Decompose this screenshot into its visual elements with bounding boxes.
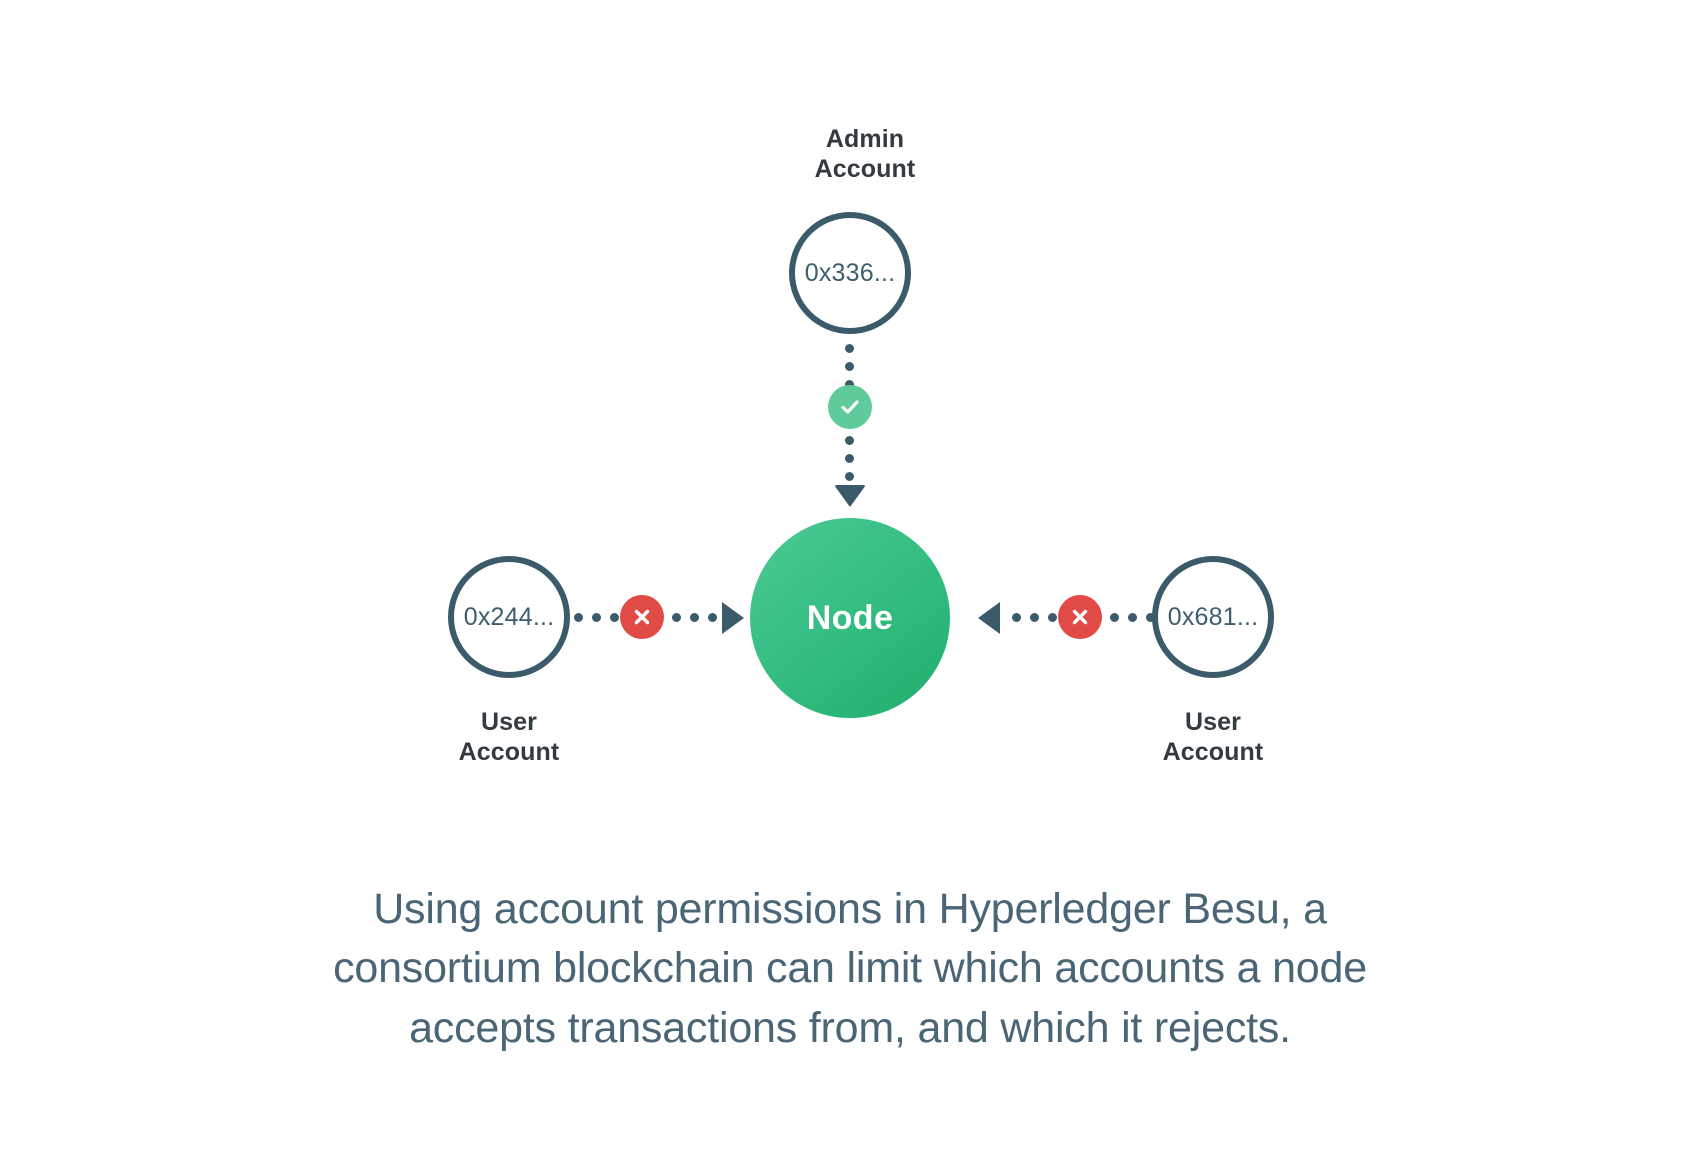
- central-node-label: Node: [806, 599, 894, 637]
- caption-line-3: accepts transactions from, and which it …: [409, 1003, 1291, 1052]
- connector-dot: [672, 613, 681, 622]
- connector-dot: [845, 472, 854, 481]
- user-account-right-circle[interactable]: 0x681...: [1152, 556, 1274, 678]
- caption-line-1: Using account permissions in Hyperledger…: [373, 885, 1327, 933]
- connector-dot: [574, 613, 583, 622]
- admin-account-circle[interactable]: 0x336...: [789, 212, 911, 334]
- check-icon: [841, 400, 859, 414]
- connector-dot: [708, 613, 717, 622]
- user-account-left-label-line1: User: [481, 708, 537, 736]
- admin-account-address: 0x336...: [804, 258, 896, 287]
- admin-account-label: Admin Account: [735, 125, 995, 184]
- connector-dot: [845, 344, 854, 353]
- connector-dot: [1048, 613, 1057, 622]
- user-account-right-label-line2: Account: [1162, 737, 1264, 766]
- deny-badge-user-right[interactable]: [1058, 595, 1102, 639]
- arrow-head-right-icon: [722, 602, 744, 634]
- x-icon: [634, 609, 650, 625]
- connector-dot: [845, 436, 854, 445]
- connector-dot: [1128, 613, 1137, 622]
- arrow-head-down-icon: [834, 485, 866, 507]
- user-account-left-label: User Account: [379, 708, 639, 767]
- connector-dot: [690, 613, 699, 622]
- central-node[interactable]: Node: [750, 518, 950, 718]
- user-account-right-label: User Account: [1083, 708, 1343, 767]
- connector-dot: [1110, 613, 1119, 622]
- connector-dot: [1146, 613, 1155, 622]
- allow-badge-admin[interactable]: [828, 385, 872, 429]
- caption-line-2: consortium blockchain can limit which ac…: [333, 944, 1367, 993]
- connector-dot: [592, 613, 601, 622]
- user-account-left-address: 0x244...: [463, 602, 555, 631]
- connector-dot: [610, 613, 619, 622]
- connector-dot: [1030, 613, 1039, 622]
- user-account-left-circle[interactable]: 0x244...: [448, 556, 570, 678]
- user-account-right-address: 0x681...: [1167, 602, 1259, 631]
- admin-account-label-line1: Admin: [825, 125, 905, 153]
- connector-dot: [845, 380, 854, 389]
- connector-dot: [845, 454, 854, 463]
- connector-dot: [845, 362, 854, 371]
- arrow-head-left-icon: [978, 602, 1000, 634]
- connector-dot: [1012, 613, 1021, 622]
- x-icon: [1072, 609, 1088, 625]
- admin-account-label-line2: Account: [814, 154, 916, 183]
- user-account-left-label-line2: Account: [458, 737, 560, 766]
- user-account-right-label-line1: User: [1185, 708, 1241, 736]
- diagram-caption: Using account permissions in Hyperledger…: [200, 880, 1500, 1058]
- deny-badge-user-left[interactable]: [620, 595, 664, 639]
